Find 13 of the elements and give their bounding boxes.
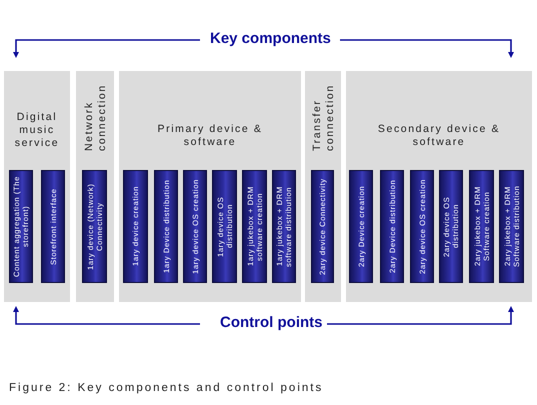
component-panel xyxy=(76,71,114,302)
panel-heading: Transfer connection xyxy=(311,83,337,151)
panel-heading: Primary device & software xyxy=(156,123,264,149)
panel-heading: Digital music service xyxy=(14,111,60,150)
component-panel xyxy=(119,71,301,302)
bracket-label: Control points xyxy=(220,314,322,331)
component-panel xyxy=(305,71,341,302)
figure-caption: Figure 2: Key components and control points xyxy=(9,382,324,394)
panel-heading: Network connection xyxy=(83,83,109,151)
component-panel xyxy=(4,71,70,302)
panel-heading: Secondary device & software xyxy=(376,123,502,149)
component-panel xyxy=(346,71,532,302)
bracket-label: Key components xyxy=(210,30,331,47)
